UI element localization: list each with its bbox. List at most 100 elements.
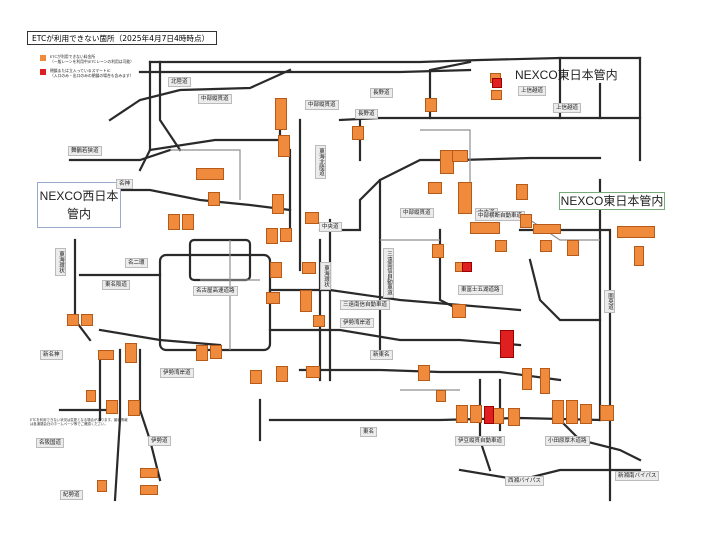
road-line [188,238,252,282]
road-label-sanen-2: 三遠南信自動車道 [340,300,391,310]
road-label-ise-bay-2: 伊勢湾岸道 [160,368,194,378]
orange-swatch-icon [40,55,46,61]
road-line [268,328,522,347]
affected-tollgate[interactable] [182,214,194,230]
affected-tollgate[interactable] [580,404,592,424]
affected-tollgate[interactable] [196,345,208,361]
map-title: ETCが利用できない箇所（2025年4月7日4時時点） [27,31,217,45]
affected-tollgate[interactable] [540,240,552,252]
affected-tollgate[interactable] [428,182,442,194]
affected-tollgate[interactable] [516,184,528,200]
road-label-hokuriku: 北陸道 [168,77,191,87]
affected-tollgate[interactable] [470,405,482,423]
road-label-meihan: 名阪国道 [36,438,65,448]
affected-tollgate[interactable] [125,343,137,363]
affected-tollgate[interactable] [208,192,220,206]
affected-tollgate[interactable] [210,345,222,359]
affected-tollgate[interactable] [86,390,96,402]
road-line [458,468,642,482]
road-label-meinihan: 名二環 [125,258,148,268]
road-label-tomeihan: 東名阪道 [102,280,131,290]
affected-tollgate[interactable] [97,480,107,492]
road-label-ise: 伊勢道 [148,436,171,446]
affected-tollgate[interactable] [67,314,79,326]
affected-tollgate[interactable] [250,370,262,384]
road-line [148,56,642,64]
affected-tollgate[interactable] [81,314,93,326]
road-line [158,60,182,152]
affected-tollgate[interactable] [552,400,564,424]
affected-tollgate[interactable] [140,485,158,495]
road-label-nagano: 長野道 [370,88,393,98]
closed-smart-ic[interactable] [492,78,502,88]
road-line [138,60,152,172]
affected-tollgate[interactable] [452,150,468,162]
road-label-kisei: 紀勢道 [60,490,83,500]
affected-tollgate[interactable] [491,90,502,100]
affected-tollgate[interactable] [540,368,550,394]
affected-tollgate[interactable] [452,304,466,318]
road-label-shin-tomei: 新東名 [370,350,393,360]
affected-tollgate[interactable] [418,365,430,381]
road-line [108,68,292,122]
affected-tollgate[interactable] [272,194,284,214]
affected-tollgate[interactable] [300,290,312,312]
closed-smart-ic[interactable] [500,330,514,358]
affected-tollgate[interactable] [140,468,158,478]
affected-tollgate[interactable] [278,135,290,157]
affected-tollgate[interactable] [128,400,140,416]
affected-tollgate[interactable] [522,368,532,390]
affected-tollgate[interactable] [98,350,114,360]
affected-tollgate[interactable] [266,292,280,304]
affected-tollgate[interactable] [168,214,180,230]
affected-tollgate[interactable] [520,214,532,228]
affected-tollgate[interactable] [440,150,454,174]
legend: ETCが利用できない料金所 （一般レーンを利用中/ETCレーンの利用は可能） 閉… [40,54,134,82]
road-label-ise-bay: 伊勢湾岸道 [340,318,374,328]
affected-tollgate[interactable] [456,405,468,423]
affected-tollgate[interactable] [566,400,578,424]
affected-tollgate[interactable] [270,262,282,278]
affected-tollgate[interactable] [106,400,118,414]
affected-tollgate[interactable] [280,228,292,242]
road-line [478,378,492,472]
affected-tollgate[interactable] [495,240,507,252]
road-line [528,258,602,322]
road-line [113,348,122,502]
affected-tollgate[interactable] [508,408,520,426]
affected-tollgate[interactable] [313,315,325,327]
affected-tollgate[interactable] [302,262,316,274]
road-label-nagano-2: 長野道 [355,109,378,119]
road-label-nagoya-hwy: 名古屋高速道路 [193,286,238,296]
affected-tollgate[interactable] [600,405,614,421]
affected-tollgate[interactable] [634,246,644,266]
affected-tollgate[interactable] [266,228,278,244]
affected-tollgate[interactable] [306,366,320,378]
affected-tollgate[interactable] [533,224,561,234]
affected-tollgate[interactable] [567,240,579,256]
road-label-maizuru: 舞鶴若狭道 [68,146,102,156]
affected-tollgate[interactable] [458,182,472,214]
affected-tollgate[interactable] [432,244,444,258]
road-line [268,416,602,422]
road-label-sanen: 三遠南信自動車道 [383,248,394,298]
affected-tollgate[interactable] [276,366,288,382]
affected-tollgate[interactable] [275,98,287,130]
closed-smart-ic[interactable] [484,406,494,424]
affected-tollgate[interactable] [470,222,500,234]
road-label-shin-meishin: 新名神 [40,350,63,360]
affected-tollgate[interactable] [305,212,319,224]
affected-tollgate[interactable] [425,98,437,112]
road-label-tokai-kanjo: 東海環状 [55,248,66,276]
road-line [318,156,602,232]
affected-tollgate[interactable] [352,126,364,140]
closed-smart-ic[interactable] [462,262,472,272]
affected-tollgate[interactable] [196,168,224,180]
region-nexco-east-mid: NEXCO東日本管内 [559,192,665,210]
road-label-shin-shonan: 新湘南バイパス [615,471,660,481]
road-label-odawara: 小田原厚木道路 [545,436,590,446]
road-label-seisho: 西湘バイパス [505,476,544,486]
affected-tollgate[interactable] [436,390,446,402]
affected-tollgate[interactable] [617,226,655,238]
